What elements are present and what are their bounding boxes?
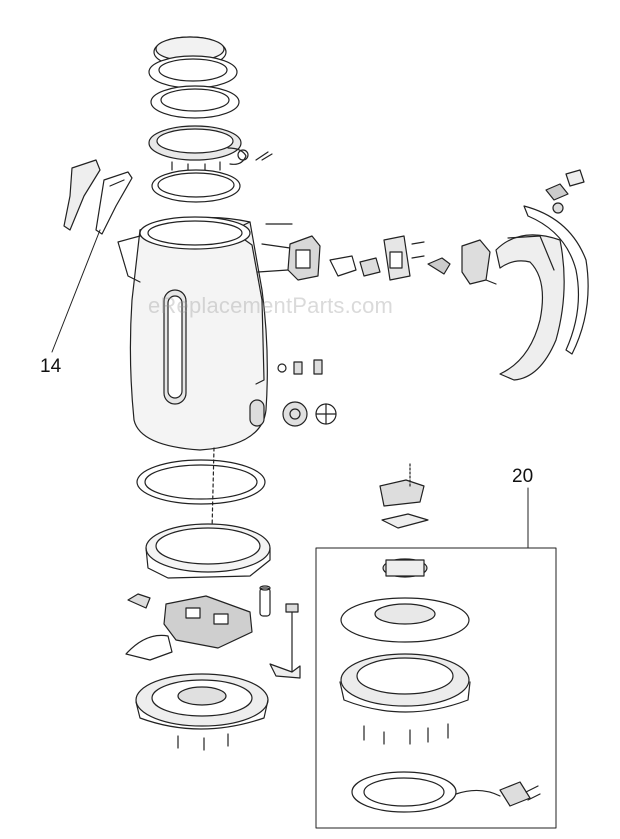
lid-frame xyxy=(148,125,249,165)
handle-inner xyxy=(495,234,565,381)
power-base-top xyxy=(340,597,470,643)
kettle-body xyxy=(117,216,268,451)
control-board xyxy=(127,593,253,649)
lid-release-button xyxy=(63,159,133,235)
bottom-base-plate xyxy=(135,673,269,751)
connector-cable xyxy=(125,634,173,661)
assembly-guide-line xyxy=(211,447,215,531)
watermark-text: eReplacementParts.com xyxy=(148,293,394,318)
lid-disc xyxy=(148,55,238,89)
fuse-cylinder xyxy=(259,585,271,617)
lid-gasket xyxy=(151,169,241,203)
connector-clip xyxy=(379,463,429,529)
power-base-screws xyxy=(363,723,449,745)
lever-bar xyxy=(269,603,301,679)
center-connector xyxy=(382,558,428,578)
lid-seal xyxy=(150,85,240,119)
callout-line-14 xyxy=(51,229,101,353)
gear-parts xyxy=(282,401,337,427)
callout-label-14: 14 xyxy=(40,356,62,377)
base-seal-ring xyxy=(136,459,266,505)
handle-cover xyxy=(523,169,589,355)
switch-assembly xyxy=(287,235,497,285)
power-cord-ring xyxy=(351,771,457,813)
power-base-housing xyxy=(339,653,471,713)
base-housing-ring xyxy=(145,523,271,579)
power-base-group-box xyxy=(315,547,557,829)
body-screws xyxy=(257,223,323,375)
power-plug xyxy=(455,781,541,807)
callout-label-20: 20 xyxy=(512,466,534,487)
